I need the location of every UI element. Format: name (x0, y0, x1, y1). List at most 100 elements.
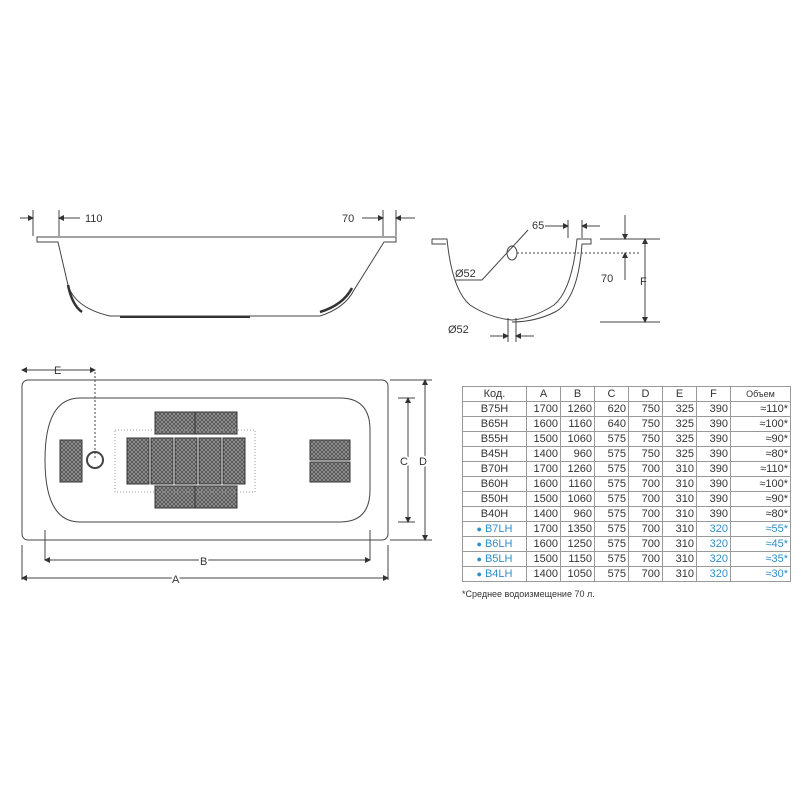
table-cell: 700 (628, 521, 663, 537)
model-code: ●B4LH (462, 566, 527, 582)
model-code: B70H (462, 461, 527, 477)
table-cell: 310 (662, 566, 697, 582)
table-cell: 620 (594, 401, 629, 417)
column-header: B (560, 386, 595, 402)
table-cell: 960 (560, 446, 595, 462)
dim-b: B (200, 556, 207, 568)
model-code-text: B55H (480, 433, 509, 445)
table-cell: 1260 (560, 461, 595, 477)
table-cell: 700 (628, 506, 663, 522)
table-cell: 1500 (526, 431, 561, 447)
table-cell: 310 (662, 491, 697, 507)
model-code: B65H (462, 416, 527, 432)
table-cell: 1400 (526, 566, 561, 582)
table-cell: 320 (696, 521, 731, 537)
table-cell: ≈35* (730, 551, 791, 567)
table-cell: 1700 (526, 521, 561, 537)
table-cell: 575 (594, 566, 629, 582)
model-code-text: B40H (480, 508, 509, 520)
table-cell: 750 (628, 416, 663, 432)
table-cell: 1160 (560, 416, 595, 432)
table-cell: 1350 (560, 521, 595, 537)
table-cell: 1050 (560, 566, 595, 582)
table-cell: 320 (696, 566, 731, 582)
model-code-text: B5LH (484, 553, 513, 565)
column-header: C (594, 386, 629, 402)
table-cell: ≈55* (730, 521, 791, 537)
model-code: B45H (462, 446, 527, 462)
water-drop-icon: ● (476, 554, 482, 564)
table-cell: 310 (662, 521, 697, 537)
table-cell: ≈80* (730, 506, 791, 522)
model-code-text: B50H (480, 493, 509, 505)
table-cell: 325 (662, 416, 697, 432)
table-cell: 700 (628, 491, 663, 507)
model-code-text: B75H (480, 403, 509, 415)
dim-110: 110 (85, 213, 103, 225)
table-cell: 575 (594, 476, 629, 492)
table-cell: 325 (662, 446, 697, 462)
column-header: D (628, 386, 663, 402)
table-cell: 1060 (560, 431, 595, 447)
section-view (431, 215, 660, 342)
dim-e: E (54, 365, 61, 377)
water-drop-icon: ● (476, 524, 482, 534)
table-cell: 320 (696, 551, 731, 567)
table-cell: 960 (560, 506, 595, 522)
table-cell: 390 (696, 491, 731, 507)
model-code-text: B70H (480, 463, 509, 475)
table-cell: 1160 (560, 476, 595, 492)
model-code-text: B60H (480, 478, 509, 490)
table-cell: 1700 (526, 461, 561, 477)
table-cell: 390 (696, 431, 731, 447)
table-cell: 575 (594, 431, 629, 447)
dim-f: F (640, 276, 647, 288)
table-cell: 1500 (526, 491, 561, 507)
table-cell: 390 (696, 416, 731, 432)
model-code: B75H (462, 401, 527, 417)
table-cell: 390 (696, 446, 731, 462)
model-code: B55H (462, 431, 527, 447)
dim-drain-diameter: Ø52 (448, 324, 469, 336)
table-cell: 750 (628, 431, 663, 447)
table-cell: ≈30* (730, 566, 791, 582)
model-code: ●B7LH (462, 521, 527, 537)
water-drop-icon: ● (476, 539, 482, 549)
top-view (21, 367, 432, 581)
model-code: ●B6LH (462, 536, 527, 552)
table-cell: 1060 (560, 491, 595, 507)
table-cell: 310 (662, 506, 697, 522)
table-cell: 575 (594, 446, 629, 462)
table-cell: ≈100* (730, 476, 791, 492)
footnote: *Среднее водоизмещение 70 л. (462, 589, 595, 599)
table-cell: ≈45* (730, 536, 791, 552)
model-code-text: B65H (480, 418, 509, 430)
table-cell: ≈110* (730, 461, 791, 477)
table-cell: 1600 (526, 476, 561, 492)
table-cell: 310 (662, 536, 697, 552)
table-cell: 390 (696, 476, 731, 492)
dim-70-side: 70 (342, 213, 354, 225)
table-cell: 700 (628, 536, 663, 552)
table-cell: ≈90* (730, 431, 791, 447)
column-header: Код. (462, 386, 527, 402)
table-cell: 310 (662, 476, 697, 492)
table-cell: 1700 (526, 401, 561, 417)
table-cell: 700 (628, 476, 663, 492)
table-cell: 575 (594, 536, 629, 552)
table-cell: 320 (696, 536, 731, 552)
table-cell: 575 (594, 506, 629, 522)
table-cell: 700 (628, 551, 663, 567)
table-cell: 750 (628, 446, 663, 462)
model-code-text: B6LH (484, 538, 513, 550)
dim-70-section: 70 (601, 273, 613, 285)
table-cell: 640 (594, 416, 629, 432)
